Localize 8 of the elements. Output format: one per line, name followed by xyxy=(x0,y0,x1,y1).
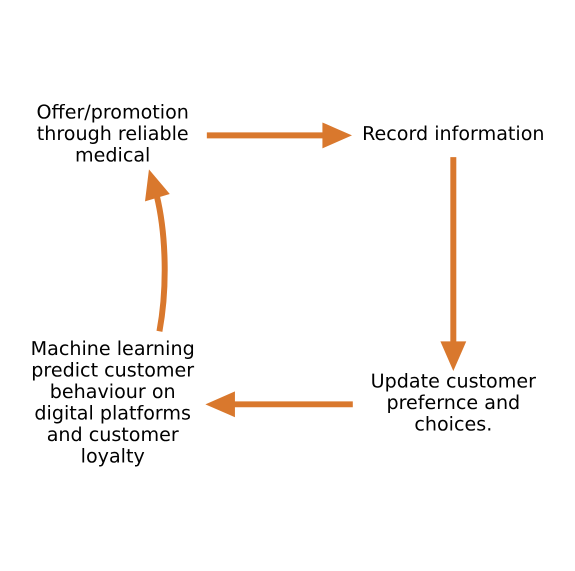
arrow xyxy=(206,122,352,148)
node-text: Offer/promotion through reliable medical xyxy=(36,100,189,166)
node-text: Machine learning predict customer behaviour on digital platforms and customer loyalty xyxy=(30,336,195,468)
arrow xyxy=(440,156,466,370)
node-text: Update customer prefernce and choices. xyxy=(370,368,536,435)
node-text: Record information xyxy=(362,121,545,144)
arrow xyxy=(145,168,170,332)
arrow xyxy=(205,390,353,417)
